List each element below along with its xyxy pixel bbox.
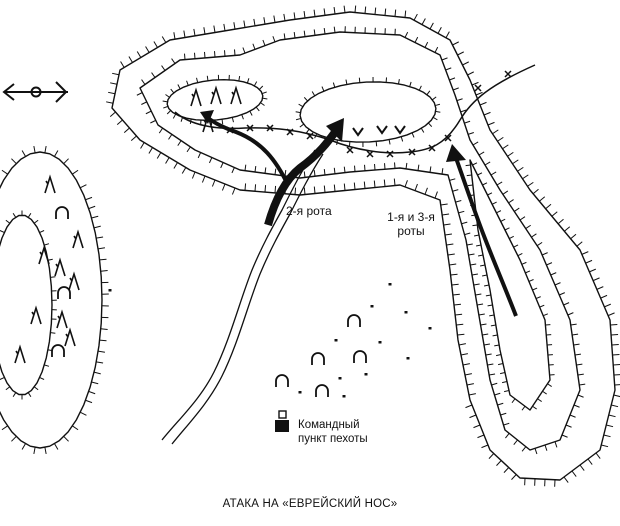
position-mark (364, 373, 368, 376)
river (161, 149, 324, 445)
tree-icon (190, 87, 202, 107)
enemy-position-icon (352, 127, 364, 137)
barbed-wire-icon (174, 64, 536, 158)
spur-contour (465, 159, 555, 411)
bunker-icon (315, 384, 329, 397)
bunker-icon (57, 286, 71, 299)
map-symbols (14, 85, 432, 398)
command-post-label: Командный пункт пехоты (298, 418, 368, 446)
companies-1-3-line1: 1-я и 3-я (387, 210, 435, 224)
position-mark (298, 391, 302, 394)
position-mark (428, 327, 432, 330)
attack-arrow-icon (200, 110, 518, 317)
bunker-icon (51, 344, 65, 357)
left-hill-outer (0, 145, 109, 455)
companies-1-3-line2: роты (397, 224, 425, 238)
command-post-icon (275, 410, 289, 432)
position-mark (406, 357, 410, 360)
left-hill (0, 145, 109, 455)
enemy-position-icon (394, 125, 406, 135)
bunker-icon (55, 206, 69, 219)
tree-icon (72, 229, 84, 249)
left-hill-inner (0, 210, 57, 400)
tree-icon (202, 113, 214, 133)
enemy-position-icon (376, 125, 388, 135)
tree-icon (210, 85, 222, 105)
tree-icon (56, 309, 68, 329)
position-mark (370, 305, 374, 308)
mid-contour (136, 26, 586, 455)
command-post-line1: Командный (298, 419, 360, 431)
position-mark (342, 395, 346, 398)
north-arrow-icon (2, 81, 68, 103)
tree-icon (38, 245, 50, 265)
tree-icon (14, 344, 26, 364)
position-mark (338, 377, 342, 380)
tree-icon (64, 327, 76, 347)
position-mark (378, 341, 382, 344)
company-2-label: 2-я рота (286, 204, 332, 218)
bunker-icon (311, 352, 325, 365)
tree-icon (68, 271, 80, 291)
tree-icon (30, 305, 42, 325)
position-mark (388, 283, 392, 286)
tree-icon (54, 257, 66, 277)
bunker-icon (353, 350, 367, 363)
position-mark (108, 289, 112, 292)
tree-icon (230, 85, 242, 105)
companies-1-3-label: 1-я и 3-я роты (372, 210, 450, 238)
tree-icon (44, 174, 56, 194)
command-post-line2: пункт пехоты (298, 433, 368, 445)
bunker-icon (347, 314, 361, 327)
bunker-icon (275, 374, 289, 387)
summit-contour (295, 76, 441, 148)
position-mark (334, 339, 338, 342)
left-knoll-contour (162, 74, 268, 126)
position-mark (404, 311, 408, 314)
map-caption: АТАКА НА «ЕВРЕЙСКИЙ НОС» (222, 498, 398, 510)
